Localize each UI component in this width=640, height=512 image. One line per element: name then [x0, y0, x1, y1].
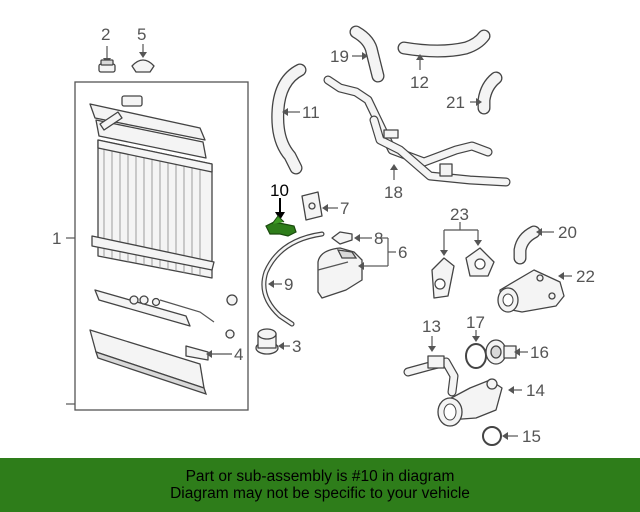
callout-6: 6: [398, 243, 407, 262]
part-11-upper-hose[interactable]: [271, 63, 307, 175]
callout-23: 23: [450, 205, 469, 224]
callout-18: 18: [384, 183, 403, 202]
part-4-drain-cock[interactable]: [185, 345, 232, 361]
part-17-gasket-ring[interactable]: [465, 330, 487, 369]
callout-2: 2: [101, 25, 110, 44]
part-15-o-ring[interactable]: [482, 426, 518, 446]
radiator-lower-tank: [89, 289, 238, 396]
radiator-assembly-frame: [74, 81, 249, 411]
part-23-gaskets[interactable]: [431, 222, 495, 299]
callout-7: 7: [340, 199, 349, 218]
part-7-reservoir-bracket[interactable]: [301, 191, 338, 221]
callout-17: 17: [466, 313, 485, 332]
callout-4: 4: [234, 345, 243, 364]
callout-10-highlighted: 10: [270, 181, 289, 200]
part-16-thermostat[interactable]: [485, 339, 528, 365]
part-3-mount-bushing[interactable]: [255, 328, 290, 355]
callout-20: 20: [558, 223, 577, 242]
part-6-coolant-reservoir[interactable]: [317, 247, 378, 299]
parts-diagram: 1 2 3 4 5 6 7 8 9 10 11 12 13 14 15 16 1…: [52, 25, 595, 446]
callout-1: 1: [52, 229, 61, 248]
part-8-reservoir-cap[interactable]: [331, 231, 372, 245]
part-13-inlet-pipe[interactable]: [403, 336, 459, 397]
callout-8: 8: [374, 229, 383, 248]
callout-5: 5: [137, 25, 146, 44]
callout-19: 19: [330, 47, 349, 66]
footer-banner: Part or sub-assembly is #10 in diagram D…: [0, 458, 640, 512]
callout-9: 9: [284, 275, 293, 294]
part-19-bypass-hose[interactable]: [349, 25, 385, 83]
callout-3: 3: [292, 337, 301, 356]
part-1-radiator[interactable]: [89, 95, 215, 279]
callout-12: 12: [410, 73, 429, 92]
callout-16: 16: [530, 343, 549, 362]
callout-13: 13: [422, 317, 441, 336]
bracket-lines-6-8: [378, 237, 396, 267]
part-12-heater-hose[interactable]: [397, 29, 491, 70]
part-9-overflow-hose[interactable]: [261, 231, 325, 327]
callout-22: 22: [576, 267, 595, 286]
part-20-hose[interactable]: [513, 225, 554, 265]
part-10-clip-highlighted[interactable]: [265, 198, 297, 237]
part-21-water-hose[interactable]: [470, 71, 503, 115]
part-18-water-pipe[interactable]: [323, 75, 511, 187]
callout-21: 21: [446, 93, 465, 112]
callout-15: 15: [522, 427, 541, 446]
part-22-water-outlet[interactable]: [497, 269, 572, 313]
footer-line-1: Part or sub-assembly is #10 in diagram: [185, 468, 455, 485]
callout-14: 14: [526, 381, 545, 400]
part-2-drain-plug[interactable]: [98, 46, 116, 73]
part-14-thermostat-housing[interactable]: [437, 378, 522, 427]
callout-11: 11: [302, 103, 320, 122]
footer-line-2: Diagram may not be specific to your vehi…: [170, 485, 470, 502]
part-5-radiator-cap[interactable]: [131, 44, 155, 73]
